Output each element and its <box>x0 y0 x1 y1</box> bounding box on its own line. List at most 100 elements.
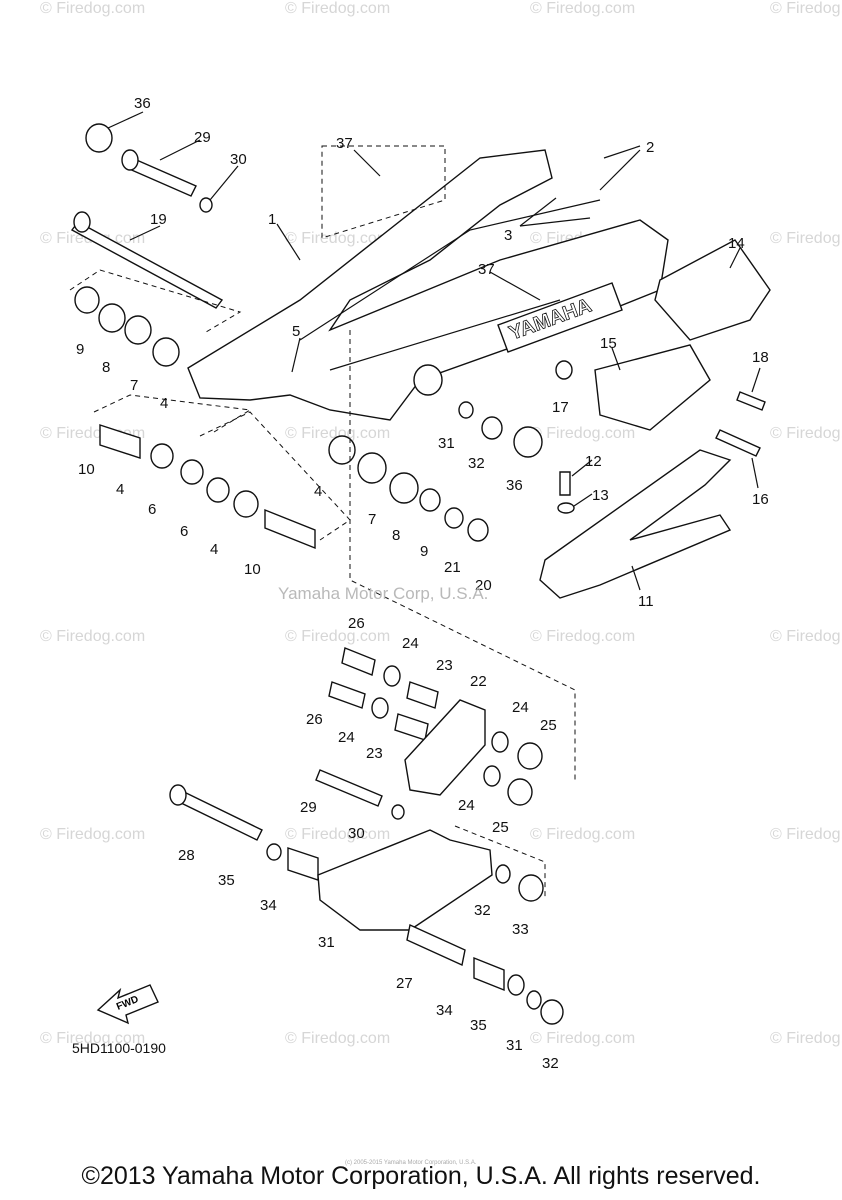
callout-number: 8 <box>392 527 400 544</box>
callout-number: 15 <box>600 335 617 352</box>
washer-30-top <box>199 197 213 213</box>
firedog-watermark: © Firedog.com <box>770 0 842 17</box>
firedog-watermark: © Firedog.com <box>530 425 636 442</box>
callout-number: 12 <box>585 453 602 470</box>
callout-number: 19 <box>150 211 167 228</box>
callout-number: 13 <box>592 487 609 504</box>
callout-number: 20 <box>475 577 492 594</box>
callout-number: 10 <box>78 461 95 478</box>
callout-number: 24 <box>458 797 475 814</box>
relay-arm-bushings <box>483 731 543 806</box>
collar-36-top <box>85 123 113 153</box>
callout-number: 7 <box>368 511 376 528</box>
callout-number: 31 <box>506 1037 523 1054</box>
callout-number: 11 <box>638 593 654 610</box>
callout-number: 27 <box>396 975 413 992</box>
callout-number: 3 <box>504 227 512 244</box>
bolt-18 <box>736 391 766 411</box>
callout-number: 4 <box>314 483 322 500</box>
callout-number: 25 <box>540 717 557 734</box>
firedog-watermark: © Firedog.com <box>40 0 146 17</box>
firedog-watermark: © Firedog.com <box>285 425 391 442</box>
callout-number: 14 <box>728 235 745 252</box>
fwd-arrow-icon: FWD <box>96 984 159 1025</box>
swingarm-side-parts <box>413 360 573 458</box>
callout-number: 24 <box>338 729 355 746</box>
collar-34-lower <box>473 956 505 992</box>
chain-protector-arm-11 <box>539 449 732 599</box>
callout-number: 37 <box>336 135 353 152</box>
callout-number: 2 <box>646 139 654 156</box>
callout-number: 26 <box>306 711 323 728</box>
connecting-rod-33 <box>317 829 493 931</box>
callout-number: 31 <box>318 934 335 951</box>
callout-number: 25 <box>492 819 509 836</box>
callout-number: 31 <box>438 435 455 452</box>
firedog-watermark: © Firedog.com <box>530 1030 636 1047</box>
callout-number: 5 <box>292 323 300 340</box>
center-watermark: Yamaha Motor Corp, U.S.A. <box>278 584 489 603</box>
callout-number: 6 <box>148 501 156 518</box>
callout-number: 10 <box>244 561 261 578</box>
callout-number: 35 <box>470 1017 487 1034</box>
firedog-watermark: © Firedog.com <box>770 826 842 843</box>
callout-number: 9 <box>76 341 84 358</box>
diagram-code: 5HD1100-0190 <box>72 1040 166 1056</box>
callout-number: 37 <box>478 261 495 278</box>
washer-30-lower <box>391 804 405 820</box>
callout-number: 28 <box>178 847 195 864</box>
firedog-watermark: © Firedog.com <box>285 0 391 17</box>
collar-34-upper <box>287 847 319 881</box>
pivot-shaft <box>70 221 224 309</box>
callout-number: 33 <box>512 921 529 938</box>
firedog-watermark: © Firedog.com <box>40 826 146 843</box>
linkage-collars <box>328 647 439 741</box>
firedog-watermark: © Firedog.com <box>530 628 636 645</box>
callout-number: 23 <box>436 657 453 674</box>
firedog-watermark: © Firedog.com <box>770 1030 842 1047</box>
callout-number: 22 <box>470 673 487 690</box>
callout-number: 24 <box>512 699 529 716</box>
washer-13 <box>557 502 575 514</box>
bearing-stack-lower <box>99 424 316 550</box>
exploded-view-guides <box>69 145 576 900</box>
callout-number: 18 <box>752 349 769 366</box>
swingarm <box>187 149 669 421</box>
spacer-27 <box>406 923 466 967</box>
callout-number: 34 <box>436 1002 453 1019</box>
chain-guide-15 <box>594 344 711 431</box>
bolt-12 <box>559 471 571 496</box>
bolt-29-top-head <box>121 149 139 171</box>
tiny-credit: (c) 2005-2015 Yamaha Motor Corporation, … <box>345 1160 477 1166</box>
firedog-watermark: © Firedog.com <box>770 230 842 247</box>
chain-guide-14 <box>654 239 771 341</box>
callout-number: 7 <box>130 377 138 394</box>
callout-number: 34 <box>260 897 277 914</box>
bolt-28 <box>174 789 263 841</box>
firedog-watermark: © Firedog.com <box>770 425 842 442</box>
copyright-footer: ©2013 Yamaha Motor Corporation, U.S.A. A… <box>81 1162 761 1190</box>
firedog-watermark: © Firedog.com <box>285 826 391 843</box>
callout-number: 1 <box>268 211 276 228</box>
callout-number: 36 <box>134 95 151 112</box>
callout-number: 8 <box>102 359 110 376</box>
firedog-watermark: © Firedog.com <box>40 1030 146 1047</box>
bearing-stack-right <box>328 435 489 542</box>
callout-number: 32 <box>474 902 491 919</box>
firedog-watermark: © Firedog.com <box>530 0 636 17</box>
bolt-16 <box>715 429 761 457</box>
firedog-watermark: © Firedog.com <box>530 826 636 843</box>
firedog-watermark: © Firedog.com <box>285 1030 391 1047</box>
callout-number: 35 <box>218 872 235 889</box>
callout-number: 30 <box>348 825 365 842</box>
callout-number: 23 <box>366 745 383 762</box>
callout-number: 16 <box>752 491 769 508</box>
callout-number: 32 <box>542 1055 559 1072</box>
callout-number: 32 <box>468 455 485 472</box>
callout-number: 21 <box>444 559 461 576</box>
firedog-watermark: © Firedog.com <box>285 628 391 645</box>
callout-number: 29 <box>300 799 317 816</box>
callout-number: 4 <box>160 395 168 412</box>
